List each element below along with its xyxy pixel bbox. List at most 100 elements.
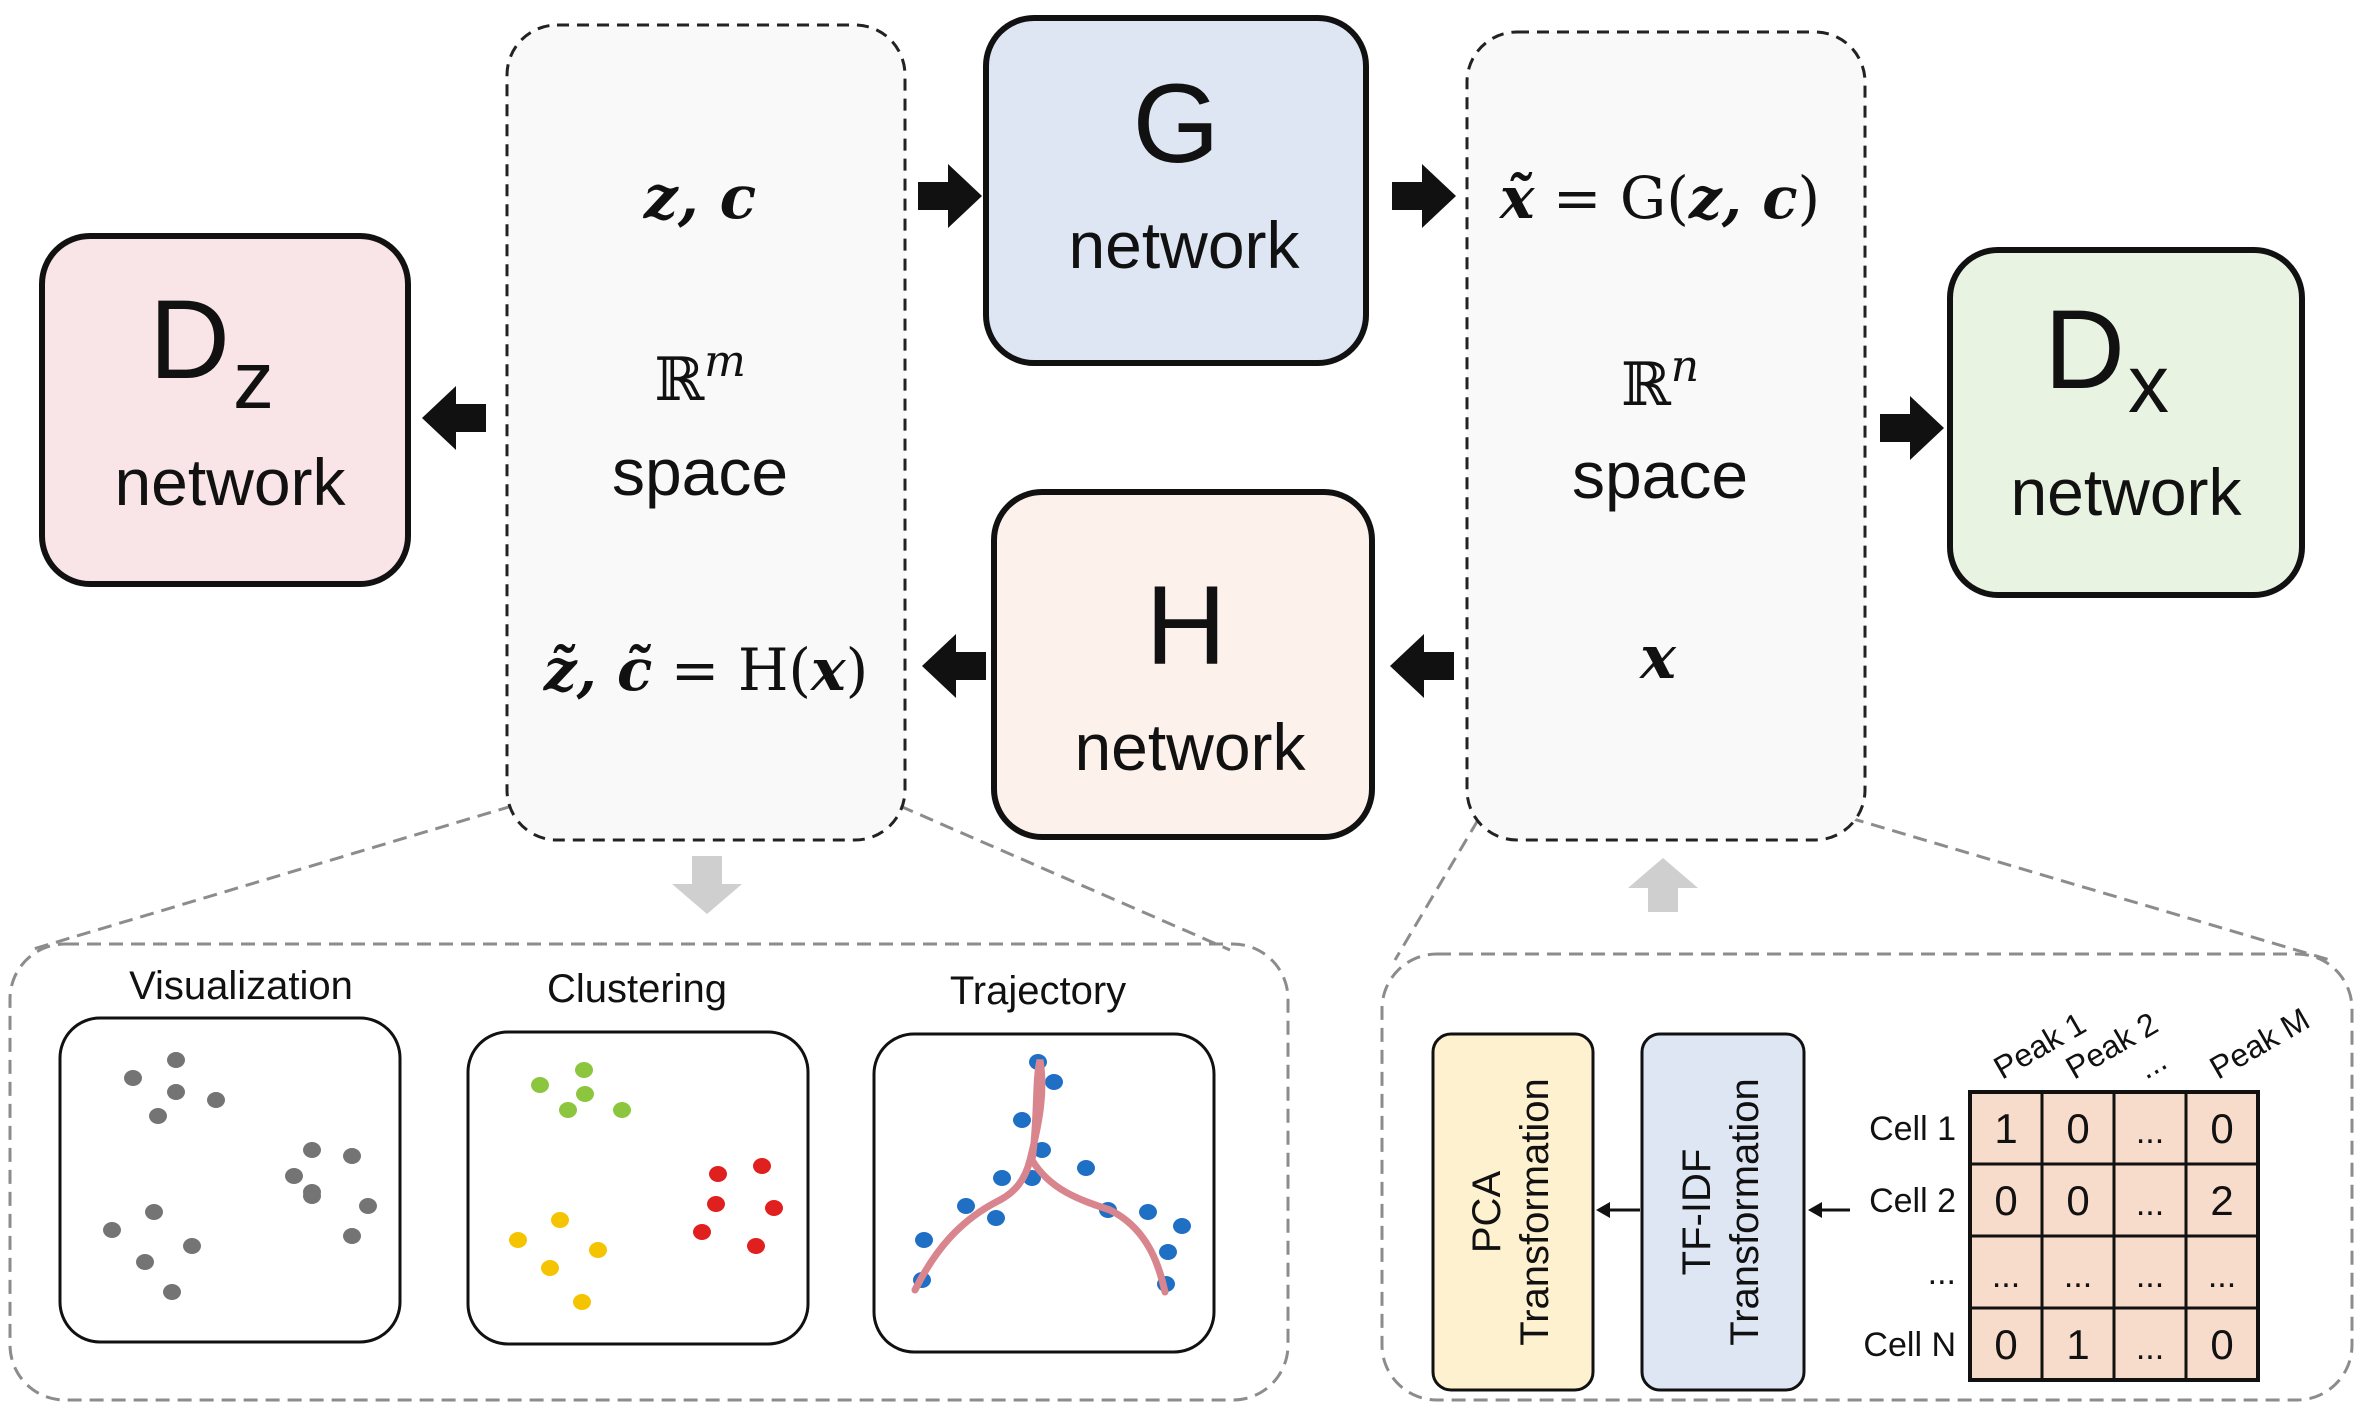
cluster-dot [747, 1238, 765, 1254]
clustering-plot [466, 1030, 810, 1346]
latent-zc: z, c [643, 163, 756, 233]
cluster-dot [551, 1212, 569, 1228]
gray-dot [103, 1222, 121, 1238]
data-x: x [1638, 623, 1677, 693]
trajectory-dot [957, 1198, 975, 1214]
matrix-cell: 0 [2210, 1105, 2233, 1152]
dx-main-label: D [2044, 287, 2125, 412]
visualization-dots [103, 1052, 377, 1300]
h-main-label: H [1146, 563, 1227, 688]
gray-dot [303, 1184, 321, 1200]
matrix-cell: ... [2136, 1257, 2164, 1295]
matrix-cell: ... [2136, 1329, 2164, 1367]
matrix-cell: 0 [2210, 1321, 2233, 1368]
trajectory-dot [1139, 1204, 1157, 1220]
gray-arrow-up [1628, 858, 1698, 912]
arrow-to-latent [922, 634, 986, 698]
dz-network-box: D z network [39, 233, 411, 587]
trajectory-dot [987, 1210, 1005, 1226]
tfidf-label-line1: TF-IDF [1675, 1149, 1719, 1276]
cluster-dot [541, 1260, 559, 1276]
flow-arrows [422, 164, 1944, 698]
dx-subscript: x [2128, 339, 2169, 430]
gray-dot [149, 1108, 167, 1124]
latent-space-symbol: ℝm [654, 336, 746, 415]
matrix-cell: ... [2136, 1113, 2164, 1151]
trajectory-dot [1033, 1142, 1051, 1158]
trajectory-dot [1159, 1244, 1177, 1260]
tfidf-box: TF-IDF Transformation [1640, 1032, 1806, 1392]
matrix-cell: 1 [1994, 1105, 2017, 1152]
tfidf-label-line2: Transformation [1723, 1078, 1767, 1346]
matrix-cell: ... [1992, 1257, 2020, 1295]
trajectory-dot [1173, 1218, 1191, 1234]
matrix-row-header: Cell 2 [1869, 1182, 1956, 1220]
clustering-dots [509, 1062, 783, 1310]
cluster-dot [707, 1196, 725, 1212]
arrow-to-h [1390, 634, 1454, 698]
latent-space-container [505, 23, 907, 842]
dx-network-box: D x network [1947, 247, 2305, 598]
zoom-connectors [29, 804, 2331, 962]
gray-dot [285, 1168, 303, 1184]
matrix-row-header: Cell 1 [1869, 1110, 1956, 1148]
arrow-to-g [918, 164, 982, 228]
trajectory-plot [872, 1032, 1216, 1354]
gray-dot [359, 1198, 377, 1214]
matrix-cell: ... [2136, 1185, 2164, 1223]
arrow-to-dx [1880, 396, 1944, 460]
cluster-dot [753, 1158, 771, 1174]
latent-h-equation: z̃, c̃ = H(x) [543, 636, 869, 704]
dz-subscript: z [233, 335, 274, 426]
arrow-from-g [1392, 164, 1456, 228]
gray-dot [124, 1070, 142, 1086]
gray-dot [183, 1238, 201, 1254]
cluster-dot [573, 1294, 591, 1310]
g-main-label: G [1132, 61, 1219, 186]
dz-main-label: D [149, 277, 230, 402]
data-g-equation: x̃ = G(z, c) [1498, 164, 1820, 232]
data-space-label: space [1572, 438, 1748, 512]
matrix-cell: 2 [2210, 1177, 2233, 1224]
matrix-cell: 0 [2066, 1177, 2089, 1224]
gray-dot [136, 1254, 154, 1270]
gray-dot [343, 1228, 361, 1244]
matrix-cell: 1 [2066, 1321, 2089, 1368]
g-network-label: network [1068, 208, 1300, 282]
trajectory-title: Trajectory [950, 969, 1126, 1013]
trajectory-dot [1077, 1160, 1095, 1176]
cluster-dot [709, 1166, 727, 1182]
clustering-title: Clustering [547, 967, 727, 1011]
arrow-to-dz [422, 386, 486, 450]
visualization-plot [58, 1016, 402, 1344]
matrix-cell: 0 [1994, 1177, 2017, 1224]
dz-network-label: network [114, 445, 346, 519]
matrix-row-header: ... [1928, 1254, 1956, 1292]
pca-label-line2: Transformation [1513, 1078, 1557, 1346]
preprocessing-panel [1380, 952, 2354, 1402]
cluster-dot [765, 1200, 783, 1216]
cluster-dot [693, 1224, 711, 1240]
applications-panel [8, 942, 1290, 1402]
h-network-box: H network [991, 489, 1375, 840]
matrix-row-header: Cell N [1863, 1326, 1956, 1364]
cluster-dot [576, 1086, 594, 1102]
gray-dot [163, 1284, 181, 1300]
matrix-cell: 0 [2066, 1105, 2089, 1152]
matrix-cell: ... [2208, 1257, 2236, 1295]
matrix-cell: ... [2064, 1257, 2092, 1295]
preprocessing-arrows [1596, 1202, 1850, 1218]
dx-network-label: network [2010, 455, 2242, 529]
gray-dot [207, 1092, 225, 1108]
data-space-container [1465, 30, 1867, 842]
cluster-dot [531, 1077, 549, 1093]
data-space-symbol: ℝn [1621, 341, 1699, 420]
gray-dot [167, 1084, 185, 1100]
gray-arrow-down [672, 856, 742, 914]
cluster-dot [509, 1232, 527, 1248]
gray-dot [343, 1148, 361, 1164]
gray-dot [145, 1204, 163, 1220]
